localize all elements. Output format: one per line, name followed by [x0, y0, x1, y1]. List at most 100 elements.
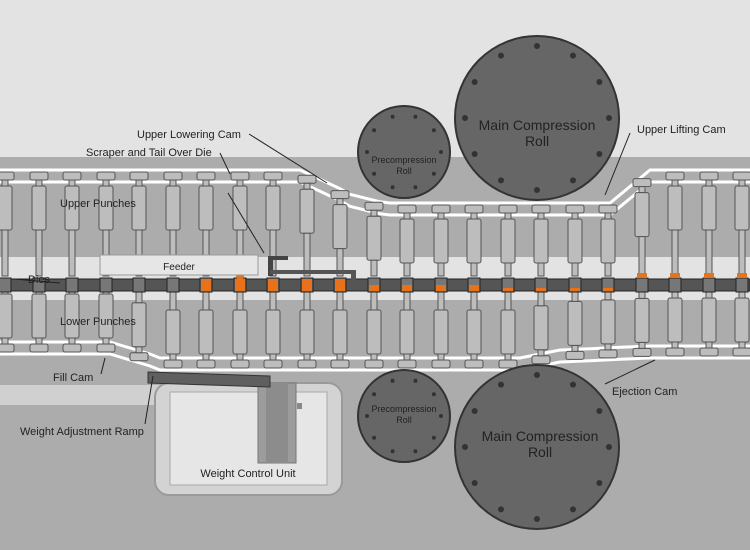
bolt	[390, 114, 395, 119]
bolt	[498, 177, 504, 184]
upper-punch	[431, 204, 451, 277]
lower-punches	[0, 285, 750, 369]
upper-punches-label: Upper Punches	[60, 198, 136, 210]
ejected-tablet	[637, 273, 647, 278]
bolt	[471, 408, 478, 414]
ejection-cam-label: Ejection Cam	[612, 386, 677, 398]
lower-punch	[498, 285, 518, 369]
upper-punch	[62, 171, 82, 277]
upper-lowering-cam-label: Upper Lowering Cam	[137, 129, 241, 141]
weight-control-unit	[154, 382, 343, 496]
lower-punch	[364, 285, 384, 369]
lower-punch	[230, 285, 250, 369]
upper-punch	[129, 171, 149, 277]
bolt	[439, 150, 443, 154]
main-compression-bottom-label-2: Roll	[528, 444, 552, 460]
lower-punch	[263, 285, 283, 369]
roll-bolts	[462, 372, 612, 522]
lower-punch	[531, 285, 551, 365]
bolt	[462, 444, 468, 450]
main-compression-bottom-label-1: Main Compression	[482, 428, 599, 444]
bolt	[498, 52, 504, 59]
lower-punch	[732, 285, 750, 357]
lower-punch	[196, 285, 216, 369]
bolt	[534, 43, 540, 49]
bolt	[534, 516, 540, 522]
die	[65, 277, 79, 293]
die	[99, 277, 113, 293]
bolt	[606, 444, 612, 450]
powder-fill	[402, 285, 412, 291]
lower-punch	[96, 285, 116, 353]
upper-punch	[196, 171, 216, 277]
die	[635, 277, 649, 293]
precompression-bottom-label-2: Roll	[396, 415, 412, 425]
powder-fill	[603, 288, 613, 291]
bolt	[413, 114, 418, 119]
bolt	[606, 115, 612, 121]
bolt	[534, 372, 540, 378]
bolt	[431, 435, 436, 440]
precompression-top-label-2: Roll	[396, 166, 412, 176]
weight-adjustment-ramp	[147, 371, 271, 388]
precompression-top-label-1: Precompression	[371, 155, 436, 165]
upper-punch	[498, 204, 518, 277]
powder-fill	[201, 279, 211, 291]
bolt	[596, 151, 603, 157]
bolt	[596, 79, 603, 85]
bolt	[431, 392, 436, 397]
bolt	[372, 171, 377, 176]
upper-punch	[732, 171, 750, 277]
fill-cam-label: Fill Cam	[53, 372, 93, 384]
bolt	[596, 480, 603, 486]
upper-cam-track-top	[0, 168, 750, 205]
precompression-roll-top: Precompression Roll	[357, 105, 451, 199]
precompression-bottom-label-1: Precompression	[371, 404, 436, 414]
bolt	[413, 378, 418, 383]
roll-bolts	[365, 378, 443, 454]
powder-fill	[536, 288, 546, 291]
roll-bolts	[365, 114, 443, 190]
scraper-tail	[268, 256, 356, 280]
feeder: Feeder	[99, 254, 259, 276]
lower-cam-track-bottom	[0, 352, 750, 372]
main-compression-top-label-2: Roll	[525, 133, 549, 149]
weight-control-unit-label: Weight Control Unit	[200, 468, 295, 480]
upper-punch	[96, 171, 116, 277]
bolt	[570, 52, 576, 59]
bolt	[390, 185, 395, 190]
upper-punch	[397, 204, 417, 277]
die	[166, 277, 180, 293]
lower-punch	[431, 285, 451, 369]
main-compression-roll-bottom: Main Compression Roll	[454, 364, 620, 530]
powder-fill	[268, 279, 278, 291]
upper-punch	[699, 171, 719, 277]
bolt	[596, 408, 603, 414]
upper-lifting-cam-label: Upper Lifting Cam	[637, 124, 726, 136]
lower-punch	[330, 285, 350, 369]
bolt	[372, 128, 377, 133]
upper-punch	[565, 204, 585, 277]
lower-punch	[397, 285, 417, 369]
upper-punch	[297, 174, 317, 277]
lower-punch	[598, 285, 618, 359]
powder-fill	[503, 288, 513, 291]
die	[0, 277, 12, 293]
leader-lines	[13, 132, 656, 425]
bolt	[365, 414, 369, 418]
bolt	[462, 115, 468, 121]
bolt	[498, 506, 504, 513]
precompression-roll-bottom: Precompression Roll	[357, 369, 451, 463]
dies-label: Dies	[28, 274, 51, 286]
lower-punch	[297, 285, 317, 369]
powder-fill	[235, 279, 245, 291]
roll-bolts	[462, 43, 612, 193]
bolt	[570, 381, 576, 388]
bolt	[498, 381, 504, 388]
die	[132, 277, 146, 293]
upper-punch	[464, 204, 484, 277]
upper-punch	[163, 171, 183, 277]
powder-fill	[302, 279, 312, 291]
